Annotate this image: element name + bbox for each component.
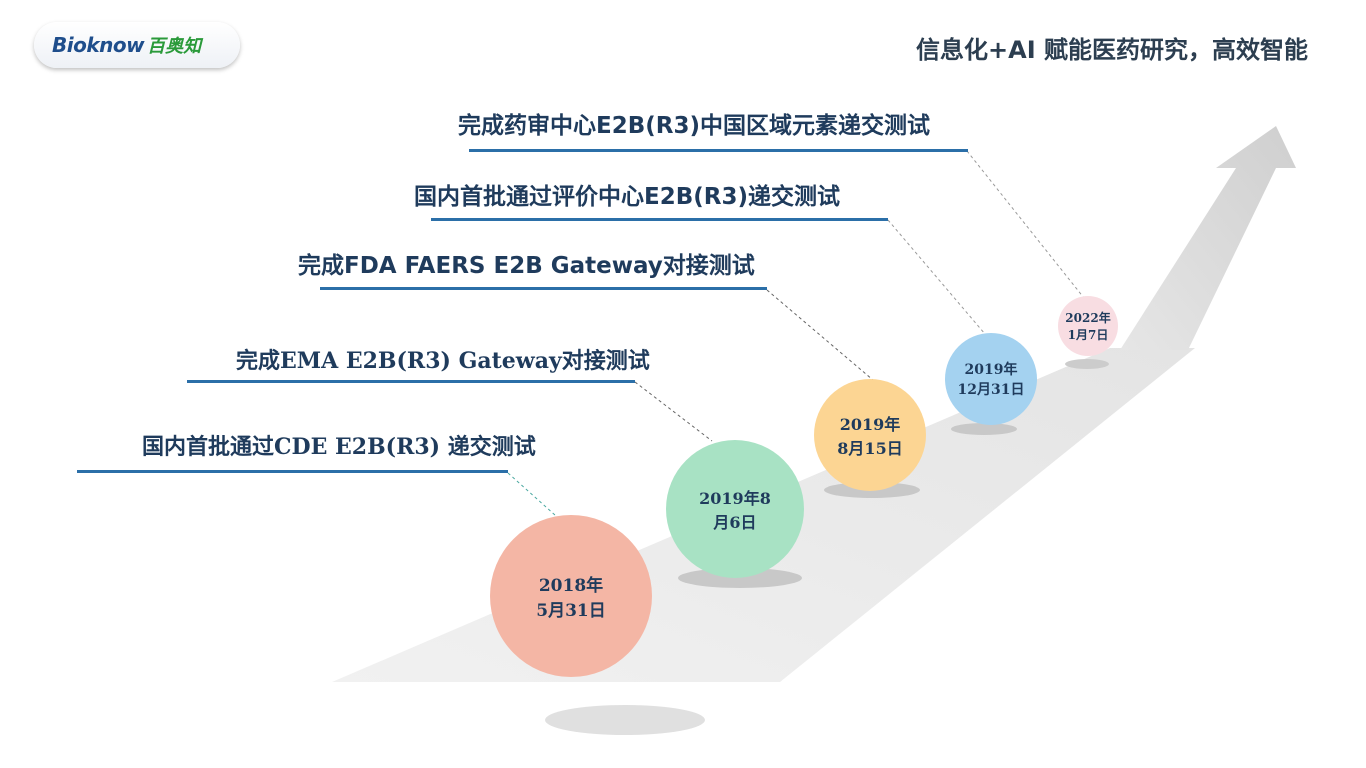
date-year: 2019年: [964, 362, 1018, 378]
date-day: 1月7日: [1067, 328, 1109, 342]
date-year: 2022年: [1065, 311, 1111, 325]
milestone-label: 国内首批通过CDE E2B(R3) 递交测试: [142, 434, 536, 460]
connector-line: [507, 472, 557, 517]
date-day: 月6日: [713, 513, 757, 532]
arrow-shape: [1120, 126, 1296, 350]
date-year: 2018年: [538, 576, 604, 596]
milestone-underline: [77, 470, 508, 473]
date-circle: 2018年 5月31日: [490, 515, 652, 677]
date-circle: 2019年 12月31日: [945, 333, 1037, 425]
date-year: 2019年: [839, 415, 901, 434]
milestone-underline: [469, 149, 968, 152]
date-day: 8月15日: [837, 439, 903, 458]
shadow-ellipse: [951, 423, 1017, 435]
milestone-label: 完成EMA E2B(R3) Gateway对接测试: [236, 348, 650, 374]
bioknow-logo: Bioknow 百奥知: [34, 22, 240, 68]
milestone-underline: [320, 287, 767, 290]
milestone-label: 完成药审中心E2B(R3)中国区域元素递交测试: [458, 113, 930, 139]
milestone-underline: [187, 380, 635, 383]
milestone-underline: [431, 218, 888, 221]
connector-line: [766, 289, 874, 381]
date-day: 5月31日: [536, 601, 606, 621]
date-circle: 2022年 1月7日: [1058, 296, 1118, 356]
logo-text-cn: 百奥知: [147, 36, 202, 57]
date-year: 2019年8: [699, 489, 771, 508]
milestone-label: 国内首批通过评价中心E2B(R3)递交测试: [414, 184, 840, 210]
date-circle: 2019年 8月15日: [814, 379, 926, 491]
date-circle: 2019年8 月6日: [666, 440, 804, 578]
milestone-label: 完成FDA FAERS E2B Gateway对接测试: [298, 253, 755, 279]
slogan-title: 信息化+AI 赋能医药研究，高效智能: [916, 36, 1308, 64]
connector-line: [966, 150, 1085, 299]
shadow-ellipse: [1065, 359, 1109, 369]
connector-line: [887, 219, 986, 335]
connector-line: [634, 381, 713, 442]
date-day: 12月31日: [957, 382, 1025, 398]
logo-text-en: Bioknow: [52, 33, 145, 57]
shadow-ellipse: [545, 705, 705, 735]
